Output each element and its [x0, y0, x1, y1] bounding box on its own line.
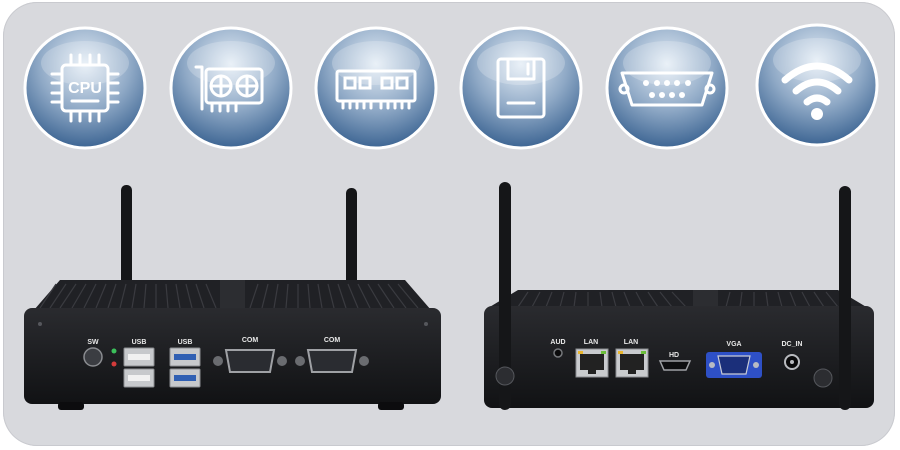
- antenna: [839, 186, 851, 410]
- antenna: [499, 182, 511, 410]
- port-label-lan: LAN: [584, 339, 598, 346]
- vga-port[interactable]: [706, 352, 762, 378]
- hdd-led: [111, 361, 117, 367]
- audio-jack[interactable]: [553, 348, 563, 358]
- serial-port-icon: [605, 26, 729, 150]
- usb-port-stack[interactable]: [123, 347, 155, 388]
- port-label-hd: HD: [669, 352, 679, 359]
- com-port[interactable]: [213, 349, 287, 373]
- antenna: [121, 185, 132, 297]
- port-label-vga: VGA: [726, 341, 741, 348]
- hdmi-port[interactable]: [658, 360, 692, 371]
- lan-port[interactable]: [575, 348, 609, 378]
- port-label-usb: USB: [132, 339, 147, 346]
- storage-drive-icon: [459, 26, 583, 150]
- com-port[interactable]: [295, 349, 369, 373]
- usb3-port-stack[interactable]: [169, 347, 201, 388]
- port-label-dc-in: DC_IN: [781, 341, 802, 348]
- cpu-icon-label: CPU: [68, 80, 102, 97]
- mini-pc-front-view: SW USB USB COM COM: [24, 185, 441, 410]
- port-label-sw: SW: [87, 339, 99, 346]
- heatsink-fins: [34, 280, 431, 310]
- port-label-usb: USB: [178, 339, 193, 346]
- antenna: [346, 188, 357, 298]
- graphics-card-icon: [169, 26, 293, 150]
- power-led: [111, 348, 117, 354]
- port-label-lan: LAN: [624, 339, 638, 346]
- power-switch[interactable]: [83, 347, 103, 367]
- mini-pc-rear-view: AUD LAN LAN HD VGA DC_IN: [484, 182, 874, 410]
- port-label-com: COM: [242, 337, 259, 344]
- memory-module-icon: [314, 26, 438, 150]
- port-label-aud: AUD: [550, 339, 565, 346]
- lan-port[interactable]: [615, 348, 649, 378]
- wifi-icon: [755, 23, 879, 147]
- port-label-com: COM: [324, 337, 341, 344]
- rear-panel: [484, 306, 874, 408]
- cpu-icon: CPU: [23, 26, 147, 150]
- feature-icon-row: CPU: [0, 0, 900, 160]
